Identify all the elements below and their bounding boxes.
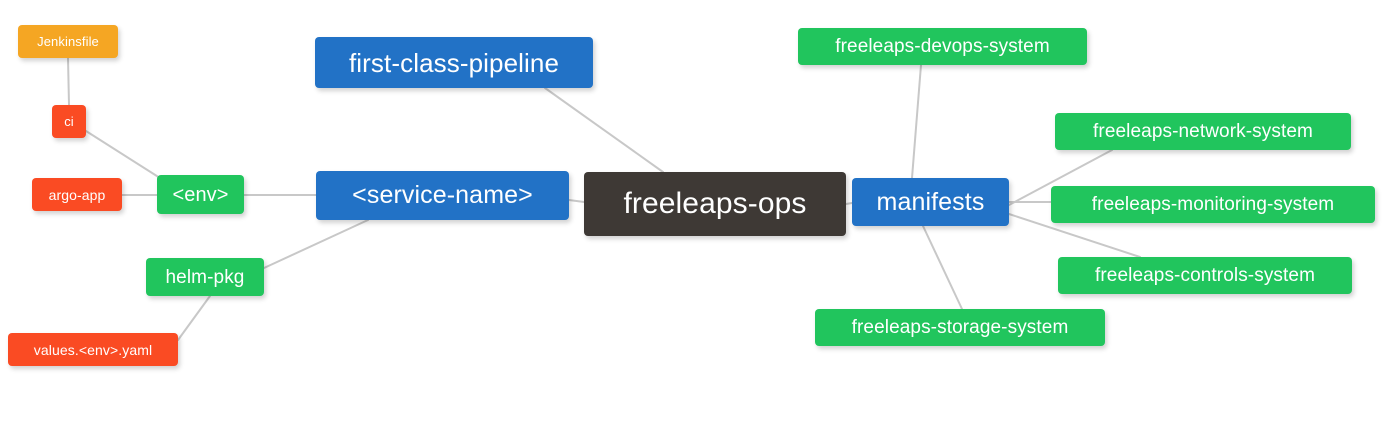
mindmap-node-freeleaps-ops[interactable]: freeleaps-ops: [584, 172, 846, 236]
mindmap-node-helm-pkg[interactable]: helm-pkg: [146, 258, 264, 296]
mindmap-node-label: freeleaps-monitoring-system: [1091, 194, 1335, 215]
mindmap-node-jenkinsfile[interactable]: Jenkinsfile: [18, 25, 118, 58]
mindmap-node-argo-app[interactable]: argo-app: [32, 178, 122, 211]
mindmap-node-freeleaps-network-system[interactable]: freeleaps-network-system: [1055, 113, 1351, 150]
mindmap-node-first-class-pipeline[interactable]: first-class-pipeline: [315, 37, 593, 88]
mindmap-node-manifests[interactable]: manifests: [852, 178, 1009, 226]
mindmap-node-freeleaps-controls-system[interactable]: freeleaps-controls-system: [1058, 257, 1352, 294]
mindmap-node-freeleaps-devops-system[interactable]: freeleaps-devops-system: [798, 28, 1087, 65]
mindmap-node-service-name[interactable]: <service-name>: [316, 171, 569, 220]
mindmap-node-label: argo-app: [48, 186, 106, 203]
mindmap-node-label: Jenkinsfile: [37, 34, 99, 49]
mindmap-node-label: freeleaps-devops-system: [835, 36, 1050, 57]
mindmap-node-label: helm-pkg: [165, 266, 245, 288]
mindmap-node-label: values.<env>.yaml: [33, 341, 153, 358]
mindmap-node-freeleaps-storage-system[interactable]: freeleaps-storage-system: [815, 309, 1105, 346]
mindmap-node-label: freeleaps-ops: [623, 187, 807, 220]
mindmap-node-env[interactable]: <env>: [157, 175, 244, 214]
mindmap-node-label: <env>: [172, 183, 229, 206]
mindmap-node-label: manifests: [876, 187, 985, 216]
mindmap-node-values-env-yaml[interactable]: values.<env>.yaml: [8, 333, 178, 366]
mindmap-node-label: <service-name>: [352, 181, 533, 209]
mindmap-node-label: first-class-pipeline: [348, 47, 560, 78]
mindmap-node-label: freeleaps-network-system: [1093, 121, 1313, 142]
mindmap-node-freeleaps-monitoring-system[interactable]: freeleaps-monitoring-system: [1051, 186, 1375, 223]
mindmap-node-label: freeleaps-controls-system: [1094, 265, 1316, 286]
mindmap-node-ci[interactable]: ci: [52, 105, 86, 138]
mindmap-node-label: freeleaps-storage-system: [851, 317, 1069, 338]
mindmap-node-label: ci: [64, 114, 74, 129]
